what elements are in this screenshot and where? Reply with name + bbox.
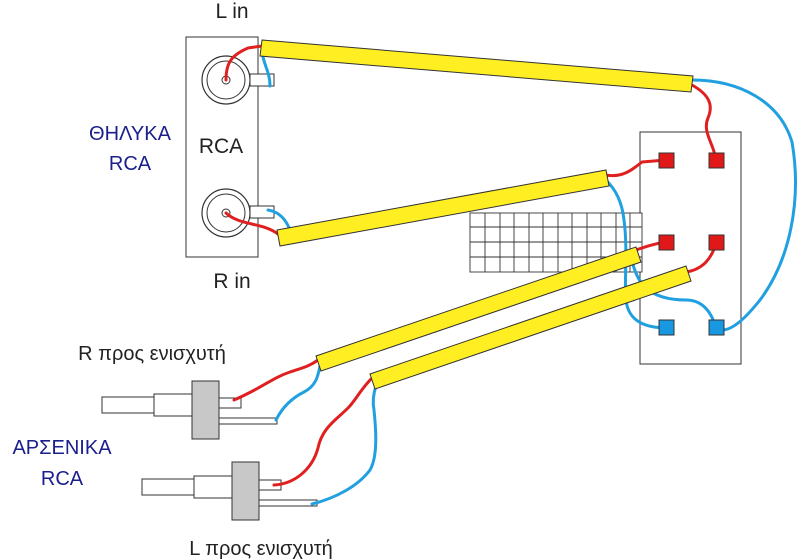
pad-red-top-right [708, 152, 725, 169]
label-male-rca-2: RCA [41, 468, 84, 490]
red-wire-lin-to-pad [690, 83, 718, 162]
yellow-cables [259, 39, 694, 390]
red-wire-rin-jack [224, 211, 280, 236]
cable-r-amp [315, 246, 642, 372]
cable-lin [259, 39, 694, 93]
pad-blue-bottom-right [708, 319, 725, 336]
label-female-rca-1: ΘΗΛΥΚΑ [89, 123, 172, 145]
label-r-in: R in [213, 270, 250, 293]
label-l-in: L in [215, 0, 248, 23]
label-male-rca-1: ΑΡΣΕΝΙΚΑ [12, 437, 112, 459]
pad-blue-bottom-left [658, 319, 675, 336]
pad-red-top-left [658, 152, 675, 169]
blue-wire-lplug [310, 384, 378, 506]
label-r-to-amplifier: R προς ενισχυτή [78, 343, 226, 365]
rca-plug-l [141, 461, 318, 521]
red-wire-rin-to-pad [604, 158, 668, 178]
rca-jack-bottom [201, 188, 275, 238]
cable-rin [276, 169, 610, 247]
cable-l-amp [369, 265, 692, 390]
blue-wire-lin-to-pad [690, 78, 797, 332]
blue-wire-ramp-to-pad [630, 258, 718, 330]
terminal-pads [658, 152, 725, 336]
label-l-to-amplifier: L προς ενισχυτή [189, 538, 333, 560]
pad-red-mid-right [708, 234, 725, 251]
rca-plug-r [101, 380, 278, 440]
label-female-rca-2: RCA [109, 153, 152, 175]
red-wire-lin-jack [224, 44, 264, 82]
red-wire-rplug [232, 358, 320, 402]
label-rca-panel: RCA [199, 135, 243, 158]
blue-wire-rplug [274, 364, 322, 422]
pad-red-mid-left [658, 234, 675, 251]
red-wire-lplug [272, 376, 374, 487]
